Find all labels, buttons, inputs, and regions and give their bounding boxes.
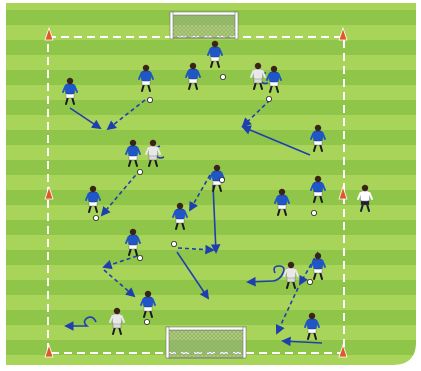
ball [266,96,271,101]
ball [219,177,224,182]
grass-stripe [6,250,416,265]
grass-stripe [6,190,416,205]
ball [137,255,142,260]
ball [93,215,98,220]
ball [137,169,142,174]
ball [307,279,312,284]
top-goal [170,12,238,39]
ball [144,319,149,324]
ball [311,210,316,215]
ball [147,97,152,102]
ball [220,74,225,79]
ball [171,241,176,246]
grass-stripe [6,310,416,325]
grass-stripe [6,160,416,175]
grass-stripe [6,280,416,295]
grass-stripe [6,130,416,145]
grass-stripe [6,220,416,235]
bottom-goal [166,327,246,358]
